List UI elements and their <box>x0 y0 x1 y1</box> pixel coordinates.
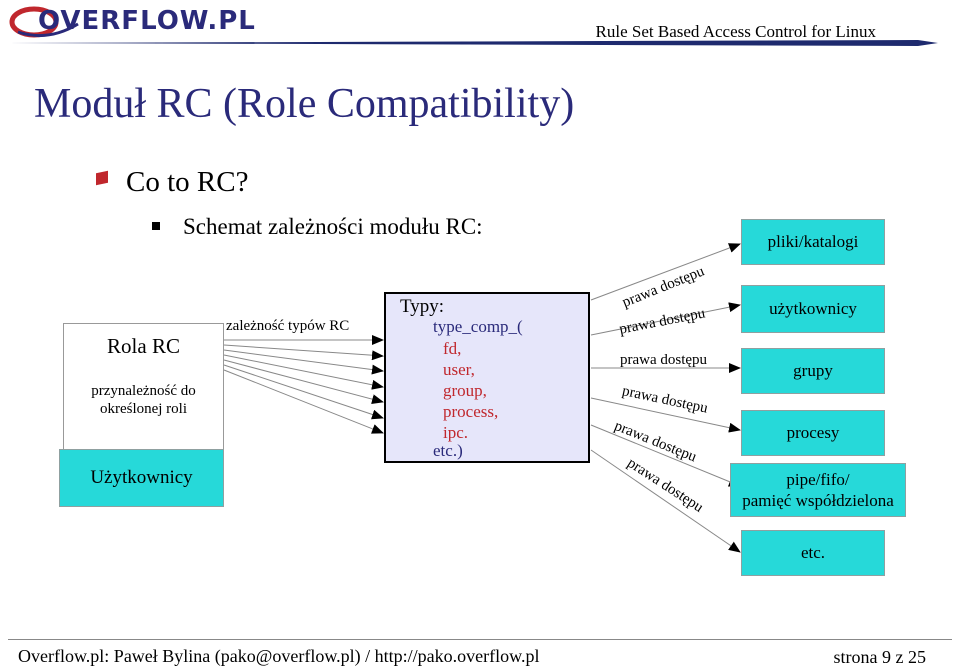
dependency-arrow <box>223 344 384 361</box>
bullet-schema: Schemat zależności modułu RC: <box>183 214 483 239</box>
types-item: fd, <box>443 339 462 358</box>
target-ipc-line: pipe/fifo/ <box>786 470 850 489</box>
types-etc: etc.) <box>433 441 463 460</box>
target-ipc-box: pipe/fifo/ pamięć współdzielona <box>730 463 906 517</box>
presentation-title: Rule Set Based Access Control for Linux <box>595 22 876 41</box>
dependency-arrow <box>223 369 384 434</box>
types-box: Typy: type_comp_( fd, user, group, proce… <box>384 292 590 463</box>
target-etc-box: etc. <box>741 530 885 576</box>
users-box: Użytkownicy <box>59 449 224 507</box>
access-label: prawa dostępu <box>620 352 708 368</box>
header-divider <box>8 40 938 46</box>
target-groups-box: grupy <box>741 348 885 394</box>
overflow-logo: OVERFLOW.PL <box>8 4 268 40</box>
bullet-question: Co to RC? <box>126 166 249 198</box>
role-membership-line: określonej roli <box>99 401 188 417</box>
types-list: fd, user, group, process, ipc. <box>443 338 498 443</box>
dependency-arrow <box>223 359 384 405</box>
role-membership-line: przynależność do <box>91 383 196 399</box>
types-item: group, <box>443 381 487 400</box>
types-title: Typy: <box>400 296 445 317</box>
target-ipc-line: pamięć współdzielona <box>742 491 894 510</box>
types-first-line: type_comp_( <box>433 317 523 336</box>
slide-title: Moduł RC (Role Compatibility) <box>34 81 575 127</box>
types-item: user, <box>443 360 475 379</box>
logo-swoosh-icon <box>9 6 79 38</box>
target-processes-box: procesy <box>741 410 885 456</box>
dependency-arrow <box>223 354 384 390</box>
access-arrow <box>590 449 741 553</box>
square-bullet-icon <box>152 222 160 230</box>
target-users-box: użytkownicy <box>741 285 885 333</box>
dependency-arrow <box>223 364 384 420</box>
access-arrow <box>590 397 741 433</box>
footer-divider <box>8 639 952 640</box>
types-item: ipc. <box>443 423 469 442</box>
target-files-box: pliki/katalogi <box>741 219 885 265</box>
access-arrow <box>590 424 741 487</box>
dependency-arrow <box>223 349 384 375</box>
role-title: Rola RC <box>107 334 180 358</box>
logo-text: OVERFLOW.PL <box>38 6 256 36</box>
page-number: strona 9 z 25 <box>833 647 926 667</box>
access-arrow <box>590 302 741 336</box>
footer-author: Overflow.pl: Paweł Bylina (pako@overflow… <box>18 646 540 666</box>
role-membership-text: przynależność do określonej roli <box>64 382 223 418</box>
types-item: process, <box>443 402 499 421</box>
dependency-label: zależność typów RC <box>226 318 350 334</box>
access-arrow <box>590 243 741 301</box>
